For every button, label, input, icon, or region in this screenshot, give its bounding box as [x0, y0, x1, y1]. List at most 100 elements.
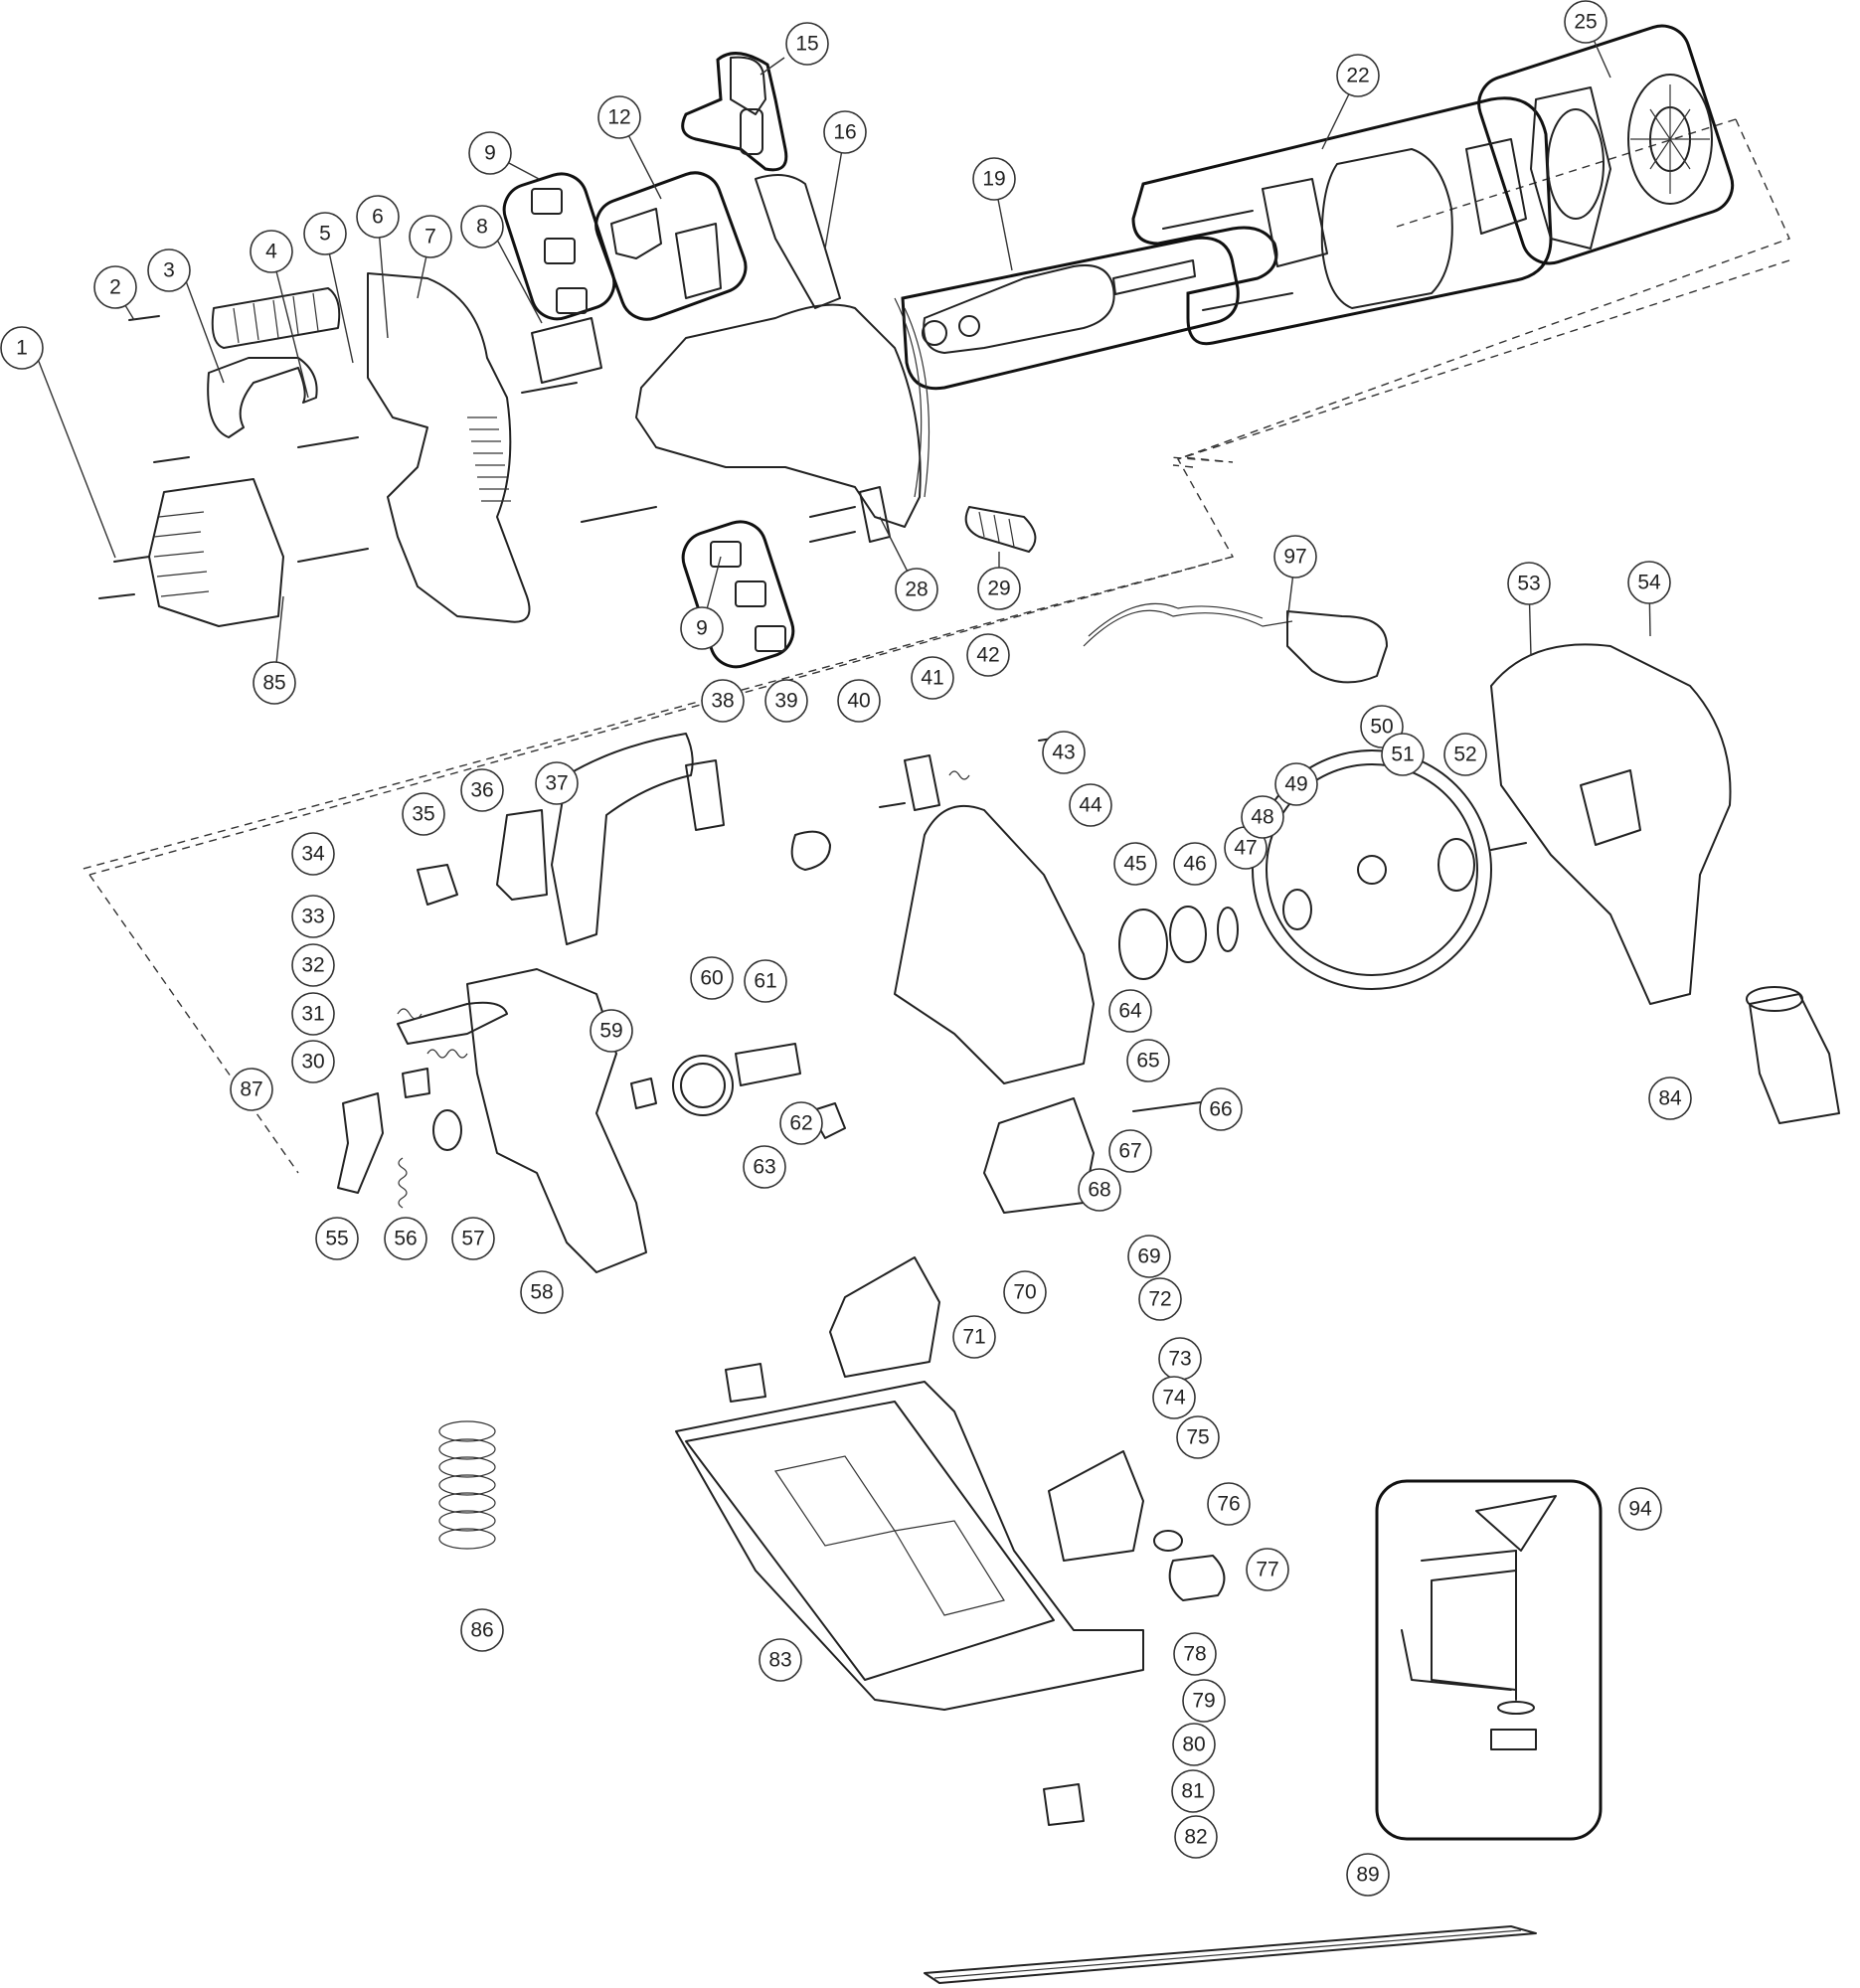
callout-78: 78 [1173, 1632, 1217, 1676]
callout-30: 30 [291, 1040, 335, 1083]
callout-25: 25 [1564, 0, 1607, 44]
callout-52: 52 [1443, 733, 1487, 776]
callout-circle [1336, 54, 1380, 97]
callout-62: 62 [779, 1101, 823, 1145]
callout-circle [837, 679, 881, 723]
callout-circle [952, 1315, 996, 1359]
callout-number: 49 [1284, 773, 1307, 796]
callout-number: 51 [1391, 744, 1414, 766]
callout-number: 52 [1453, 744, 1476, 766]
callout-number: 77 [1256, 1559, 1278, 1581]
callout-28: 28 [895, 568, 938, 611]
callout-number: 9 [484, 142, 496, 165]
callout-number: 66 [1209, 1098, 1232, 1121]
callout-12: 12 [597, 95, 641, 139]
callout-73: 73 [1158, 1337, 1202, 1381]
callout-71: 71 [952, 1315, 996, 1359]
callout-number: 44 [1079, 794, 1102, 817]
callout-circle [1108, 1129, 1152, 1173]
callout-circle [1648, 1077, 1692, 1120]
callout-number: 84 [1658, 1087, 1682, 1110]
callout-number: 48 [1251, 806, 1273, 829]
callout-number: 37 [545, 772, 568, 795]
callout-46: 46 [1173, 842, 1217, 886]
callout-circle [384, 1217, 427, 1260]
callout-number: 34 [301, 843, 325, 866]
callout-number: 68 [1088, 1179, 1110, 1202]
callout-number: 38 [711, 690, 734, 713]
callout-7: 7 [409, 215, 452, 258]
callout-circle [1246, 1548, 1289, 1591]
callout-circle [1346, 1853, 1390, 1897]
callout-number: 76 [1217, 1493, 1240, 1516]
callout-circle [701, 679, 745, 723]
callout-number: 35 [412, 803, 434, 826]
callout-circle [1207, 1482, 1251, 1526]
callout-circle [823, 110, 867, 154]
callout-circle [977, 567, 1021, 610]
callout-circle [1507, 562, 1551, 605]
callout-circle [250, 230, 293, 273]
callout-number: 69 [1137, 1245, 1160, 1268]
callout-number: 55 [325, 1228, 348, 1250]
leader-lines [35, 21, 1651, 684]
callout-circle [1113, 842, 1157, 886]
callout-circle [1171, 1769, 1215, 1813]
callout-number: 15 [795, 33, 818, 56]
callout-number: 67 [1118, 1140, 1141, 1163]
callout-circle [1273, 535, 1317, 579]
callout-8: 8 [460, 205, 504, 248]
callout-circle [303, 212, 347, 255]
callout-number: 62 [789, 1112, 812, 1135]
callout-32: 32 [291, 943, 335, 987]
callout-number: 41 [921, 667, 943, 690]
callout-81: 81 [1171, 1769, 1215, 1813]
callout-circle [468, 131, 512, 175]
callout-number: 9 [696, 617, 708, 640]
callout-number: 50 [1370, 716, 1393, 739]
callout-number: 79 [1192, 1690, 1215, 1713]
callout-70: 70 [1003, 1270, 1047, 1314]
callout-87: 87 [230, 1068, 273, 1111]
callout-circle [785, 22, 829, 66]
callout-circle [764, 679, 808, 723]
callout-41: 41 [911, 656, 954, 700]
callout-circle [590, 1009, 633, 1053]
callout-circle [253, 661, 296, 705]
callout-number: 61 [754, 970, 776, 993]
callout-59: 59 [590, 1009, 633, 1053]
callout-86: 86 [460, 1608, 504, 1652]
callout-number: 60 [700, 967, 723, 990]
callout-number: 54 [1637, 572, 1661, 594]
callout-31: 31 [291, 992, 335, 1036]
callout-number: 12 [607, 106, 630, 129]
callout-number: 36 [470, 779, 493, 802]
callout-84: 84 [1648, 1077, 1692, 1120]
callout-80: 80 [1172, 1723, 1216, 1766]
callout-number: 8 [476, 216, 488, 239]
callout-number: 32 [301, 954, 324, 977]
callout-circle [1176, 1415, 1220, 1459]
callout-circle [1182, 1679, 1226, 1723]
callout-43: 43 [1042, 731, 1086, 774]
callout-circle [356, 195, 400, 239]
callout-circle [291, 992, 335, 1036]
callout-number: 64 [1118, 1000, 1142, 1023]
callout-72: 72 [1138, 1277, 1182, 1321]
callout-number: 89 [1356, 1864, 1379, 1887]
callout-22: 22 [1336, 54, 1380, 97]
callout-number: 22 [1346, 65, 1369, 87]
callout-75: 75 [1176, 1415, 1220, 1459]
callout-circle [0, 326, 44, 370]
callout-number: 53 [1517, 573, 1540, 595]
callout-circle [1003, 1270, 1047, 1314]
callout-69: 69 [1127, 1235, 1171, 1278]
callout-number: 74 [1162, 1387, 1186, 1409]
callout-circle [597, 95, 641, 139]
callout-63: 63 [743, 1145, 786, 1189]
callout-77: 77 [1246, 1548, 1289, 1591]
callout-48: 48 [1241, 795, 1284, 839]
callout-34: 34 [291, 832, 335, 876]
